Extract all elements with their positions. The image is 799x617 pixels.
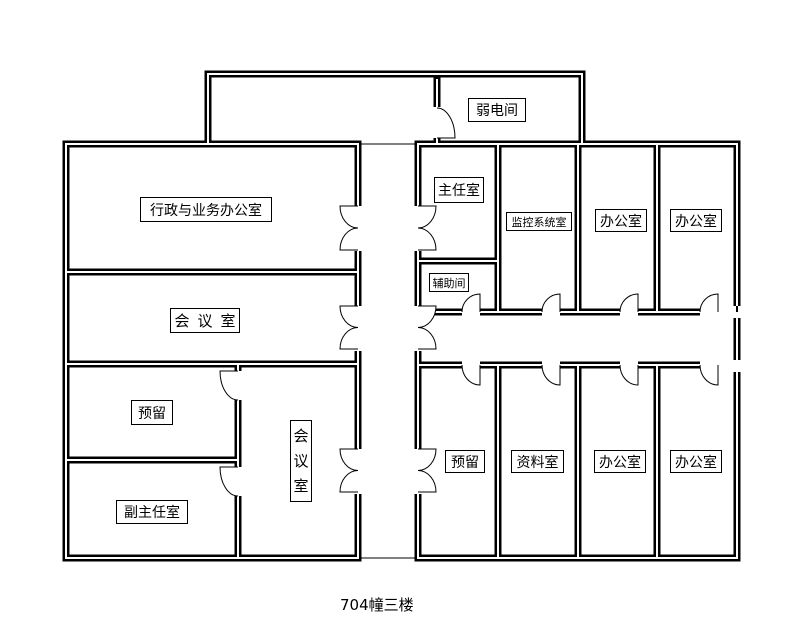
door-swing-icon	[417, 205, 437, 251]
room-label-meeting-2: 会议室	[290, 420, 312, 503]
door-swing-icon	[461, 293, 481, 313]
door-opening	[718, 360, 742, 372]
door-swing-icon	[219, 466, 239, 497]
door-swing-icon	[699, 293, 719, 313]
door-swing-icon	[619, 293, 639, 313]
room-label-reserved-left: 预留	[131, 400, 173, 425]
door-opening	[354, 306, 363, 351]
room-label-auxiliary: 辅助间	[429, 273, 469, 292]
door-swing-icon	[339, 205, 359, 251]
door-opening	[354, 206, 363, 251]
room-label-monitoring: 监控系统室	[506, 212, 572, 231]
room-label-archives: 资料室	[511, 450, 564, 473]
door-swing-icon	[436, 107, 456, 139]
room-label-admin-office: 行政与业务办公室	[140, 197, 272, 222]
door-swing-icon	[417, 448, 437, 493]
door-swing-icon	[339, 448, 359, 493]
door-swing-icon	[699, 364, 719, 386]
room-label-office-top-1: 办公室	[595, 209, 647, 232]
door-opening	[718, 306, 742, 318]
room-label-office-top-2: 办公室	[670, 209, 722, 232]
room-label-deputy-director: 副主任室	[116, 500, 188, 524]
door-opening	[234, 371, 243, 400]
door-swing-icon	[541, 364, 561, 386]
room-label-reserved-right: 预留	[445, 450, 485, 473]
door-swing-icon	[219, 370, 239, 401]
floor-caption: 704幢三楼	[340, 596, 414, 614]
room-label-office-bottom-2: 办公室	[670, 450, 722, 473]
door-swing-icon	[541, 293, 561, 313]
door-opening	[234, 467, 243, 496]
room-label-director: 主任室	[434, 177, 484, 203]
room-label-meeting-1: 会议室	[170, 308, 240, 333]
room-label-office-bottom-1: 办公室	[594, 450, 646, 473]
door-swing-icon	[417, 305, 437, 350]
door-swing-icon	[619, 364, 639, 386]
room-label-weak-current: 弱电间	[468, 98, 526, 122]
door-opening	[354, 449, 363, 494]
door-swing-icon	[339, 305, 359, 350]
door-swing-icon	[461, 364, 481, 386]
